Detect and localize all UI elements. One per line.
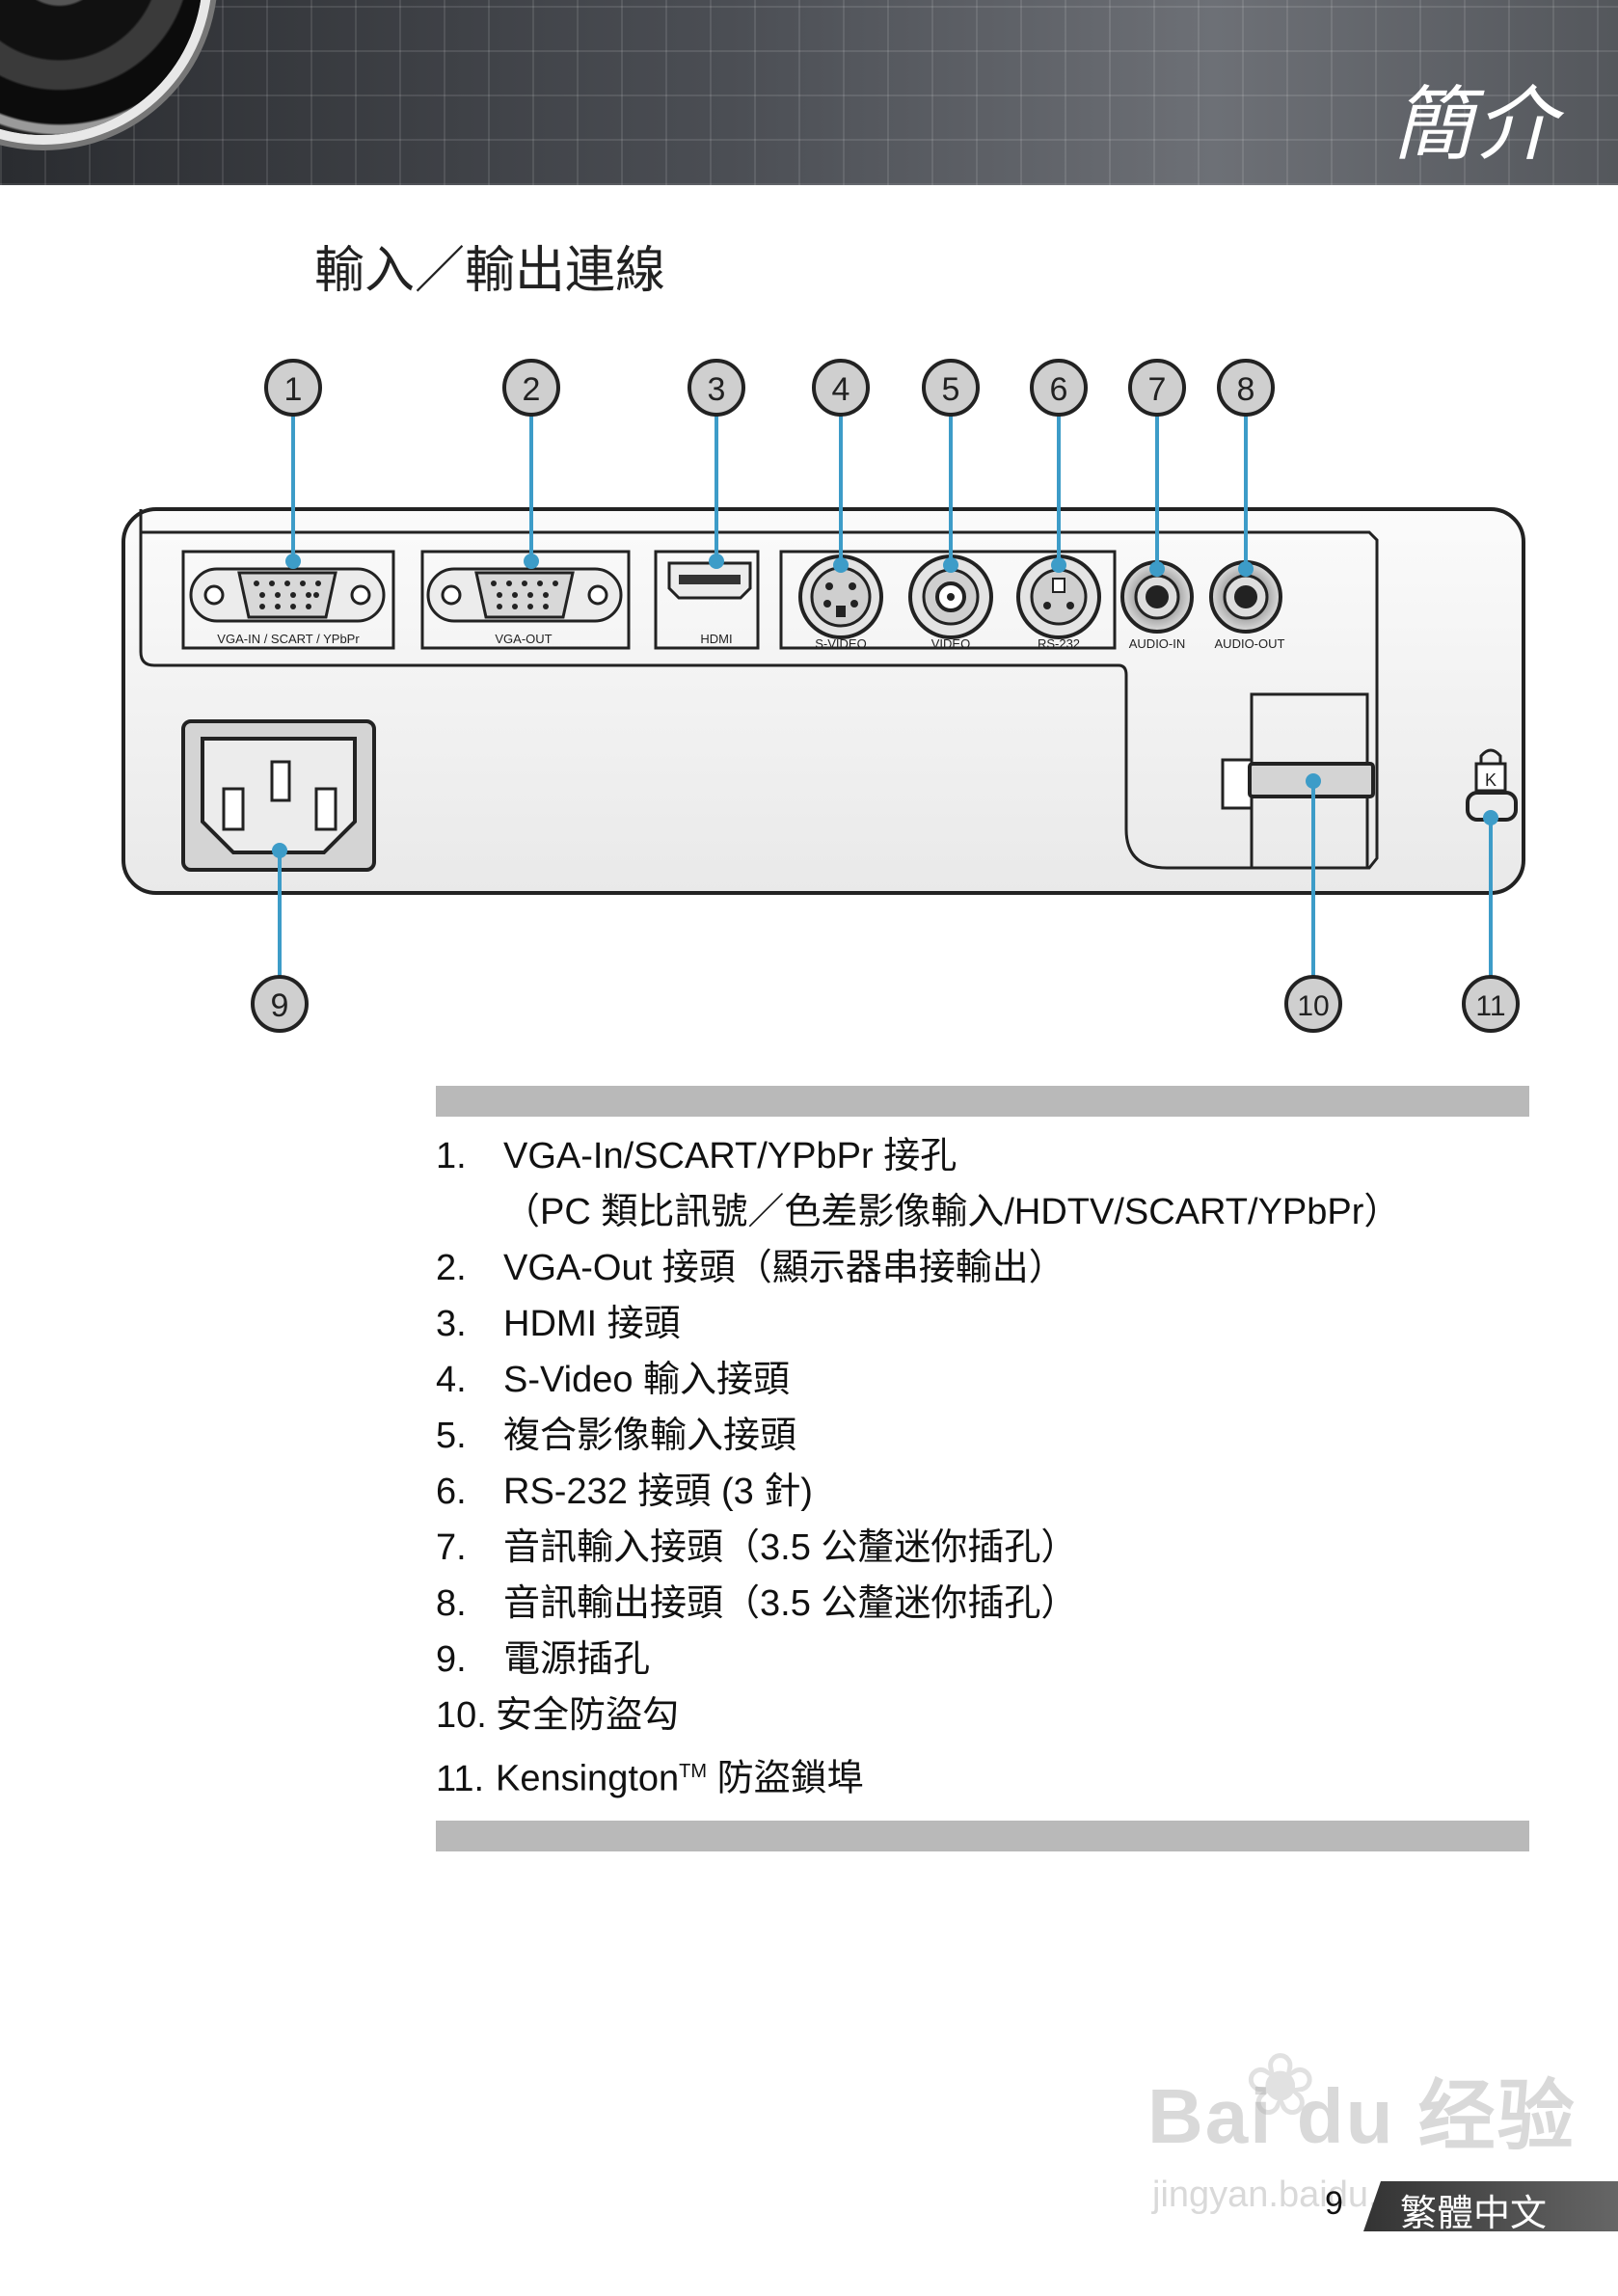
svg-text:10: 10 xyxy=(1297,990,1329,1022)
list-item: 11.KensingtonTM 防盜鎖埠 xyxy=(436,1758,864,1799)
callout-11: 11 xyxy=(1462,975,1520,1033)
list-item: 8.音訊輸出接頭（3.5 公釐迷你插孔） xyxy=(436,1583,1078,1624)
callout-8: 8 xyxy=(1217,359,1275,417)
callout-4: 4 xyxy=(812,359,870,417)
watermark-brand: Bai du 经验 xyxy=(1147,2073,1577,2159)
callout-6: 6 xyxy=(1030,359,1088,417)
svg-text:5: 5 xyxy=(942,371,960,408)
list-item: 3.HDMI 接頭 xyxy=(436,1304,681,1344)
trademark-mark: TM xyxy=(679,1761,708,1782)
page-number: 9 xyxy=(1325,2185,1343,2222)
svg-text:4: 4 xyxy=(832,371,850,408)
vga-out-frame xyxy=(420,550,631,650)
list-item: 9.電源插孔 xyxy=(436,1639,651,1680)
svg-text:1: 1 xyxy=(284,371,303,408)
paw-watermark-icon: ❀ xyxy=(1244,2035,1317,2136)
banner-title: 簡介 xyxy=(1391,77,1558,172)
svg-text:7: 7 xyxy=(1148,371,1167,408)
list-item: 7.音訊輸入接頭（3.5 公釐迷你插孔） xyxy=(436,1527,1078,1568)
video-port xyxy=(908,554,993,639)
language-tab xyxy=(1363,2181,1618,2231)
vga-in-frame xyxy=(181,550,395,650)
vga-out-label: VGA-OUT xyxy=(495,632,552,646)
list-item: 2.VGA-Out 接頭（顯示器串接輸出） xyxy=(436,1248,1065,1288)
list-item: 1.VGA-In/SCART/YPbPr 接孔 xyxy=(436,1136,957,1176)
callout-2: 2 xyxy=(502,359,560,417)
list-item-subtext: （PC 類比訊號／色差影像輸入/HDTV/SCART/YPbPr） xyxy=(503,1192,1401,1232)
bottom-rule-bar xyxy=(436,1821,1529,1851)
io-panel-diagram: VGA-IN / SCART / YPbPr VGA-OUT HDMI S-VI… xyxy=(121,359,1525,1033)
audio-out-label: AUDIO-OUT xyxy=(1215,636,1285,651)
header-banner: 簡介 xyxy=(0,0,1618,185)
rs232-port xyxy=(1016,554,1101,639)
svg-text:8: 8 xyxy=(1237,371,1255,408)
list-item: 5.複合影像輸入接頭 xyxy=(436,1416,797,1456)
svg-text:6: 6 xyxy=(1050,371,1068,408)
hdmi-frame xyxy=(654,550,760,650)
panel-inner-outline xyxy=(139,509,1379,870)
video-label: VIDEO xyxy=(931,636,970,651)
section-title: 輸入／輸出連線 xyxy=(314,242,666,300)
vga-in-port xyxy=(189,567,386,623)
list-item: 4.S-Video 輸入接頭 xyxy=(436,1360,791,1400)
s-video-label: S-VIDEO xyxy=(815,636,866,651)
svg-text:11: 11 xyxy=(1475,990,1505,1022)
svg-text:3: 3 xyxy=(708,371,726,408)
list-item: 6.RS-232 接頭 (3 針) xyxy=(436,1472,813,1512)
callout-10: 10 xyxy=(1284,975,1342,1033)
callout-1: 1 xyxy=(264,359,322,417)
audio-in-label: AUDIO-IN xyxy=(1129,636,1186,651)
page-footer: 9 繁體中文 xyxy=(1315,2177,1618,2235)
callout-3: 3 xyxy=(688,359,745,417)
audio-out-port xyxy=(1209,560,1282,634)
language-label: 繁體中文 xyxy=(1400,2192,1548,2234)
leader-dots xyxy=(272,554,1498,858)
connector-list: 1.VGA-In/SCART/YPbPr 接孔 （PC 類比訊號／色差影像輸入/… xyxy=(436,1128,1545,1807)
vga-out-port xyxy=(426,567,623,623)
vga-in-label: VGA-IN / SCART / YPbPr xyxy=(217,632,360,646)
kensington-mark: K xyxy=(1485,770,1497,790)
top-rule-bar xyxy=(436,1086,1529,1117)
hdmi-port xyxy=(667,561,752,600)
s-video-port xyxy=(798,554,883,639)
list-item: 10.安全防盜勾 xyxy=(436,1695,680,1736)
leader-lines xyxy=(278,409,1493,982)
av-frame xyxy=(779,550,1117,650)
rs232-label: RS-232 xyxy=(1038,636,1080,651)
svg-text:9: 9 xyxy=(271,987,289,1024)
callout-5: 5 xyxy=(922,359,980,417)
callout-7: 7 xyxy=(1128,359,1186,417)
callout-9: 9 xyxy=(251,975,309,1033)
power-inlet xyxy=(181,719,376,872)
hdmi-label: HDMI xyxy=(700,632,732,646)
kensington-lock-slot xyxy=(1466,748,1518,822)
svg-text:2: 2 xyxy=(523,371,541,408)
